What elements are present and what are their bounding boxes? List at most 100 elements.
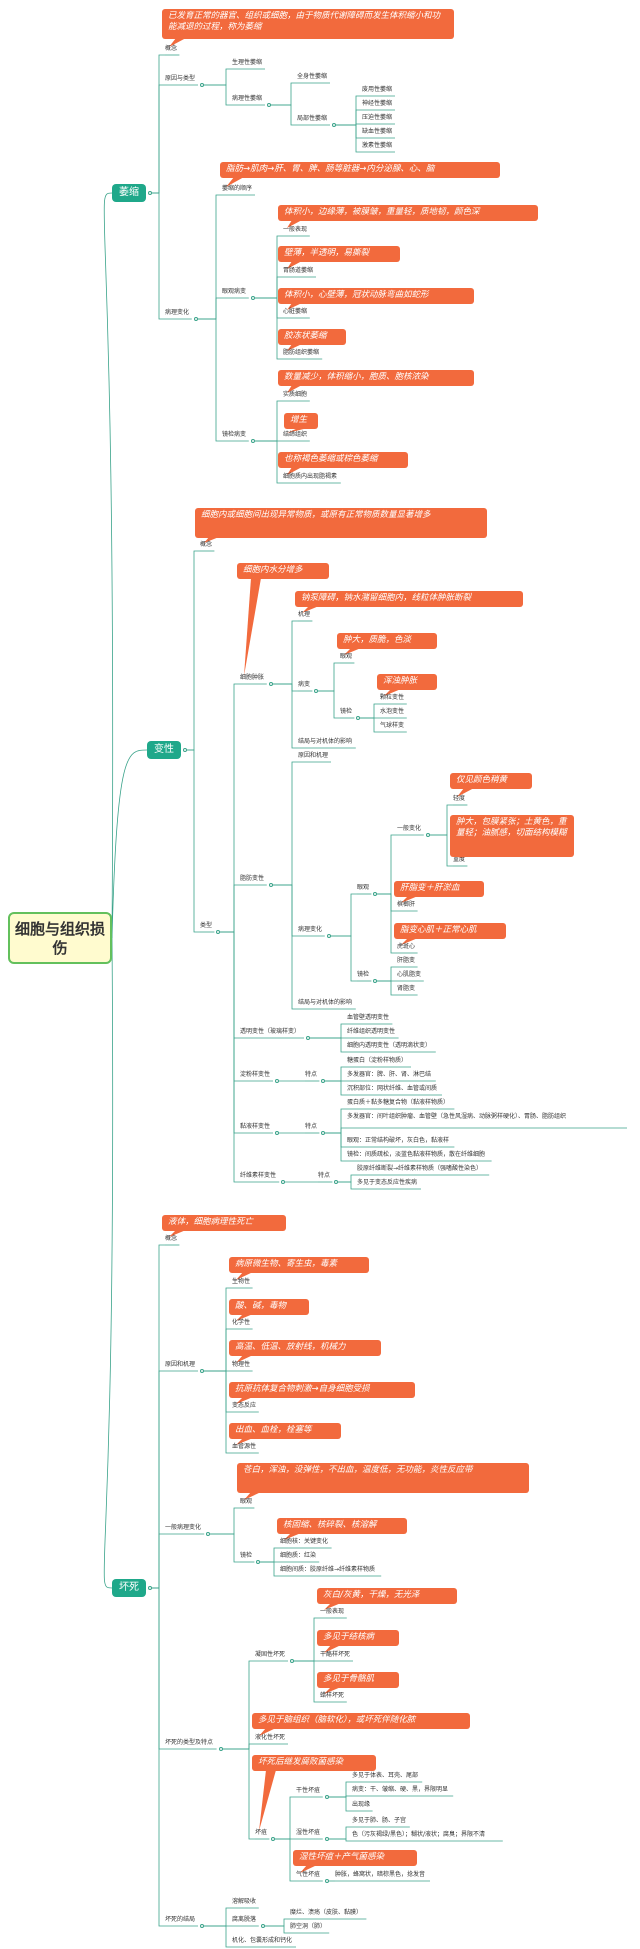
topic-node[interactable]: 肝脂变: [397, 957, 416, 964]
topic-node[interactable]: 色（污灰褐绿/黑色）；糊状/液状；腐臭；界限不清: [352, 1831, 486, 1838]
topic-node[interactable]: 病变：干、皱缩、硬、黑，界限明显: [352, 1786, 449, 1793]
topic-node[interactable]: 细胞质：红染: [280, 1552, 317, 1559]
collapse-toggle-icon[interactable]: [425, 833, 430, 837]
topic-node[interactable]: 肾脂变: [397, 985, 416, 992]
topic-node[interactable]: 蜡样坏死: [320, 1692, 345, 1699]
topic-node[interactable]: 纤维组织透明变性: [347, 1028, 396, 1035]
collapse-toggle-icon[interactable]: [250, 439, 255, 443]
topic-node[interactable]: 病理变化: [298, 926, 323, 933]
topic-node[interactable]: 虎斑心: [397, 943, 416, 950]
topic-node[interactable]: 镜检: [357, 971, 370, 978]
collapse-toggle-icon[interactable]: [332, 123, 336, 127]
topic-node[interactable]: 血管壁透明变性: [347, 1014, 390, 1021]
topic-node[interactable]: 坏疽: [255, 1829, 268, 1836]
topic-node[interactable]: 缺血性萎缩: [362, 128, 393, 135]
topic-node[interactable]: 细胞内透明变性（透明滴状变）: [347, 1042, 432, 1049]
topic-node[interactable]: 多发器官：脾、肝、肾、淋巴结: [347, 1071, 432, 1078]
topic-node[interactable]: 出现缘: [352, 1801, 371, 1808]
topic-node[interactable]: 心脏萎缩: [283, 308, 308, 315]
topic-node[interactable]: 多见于体表、耳壳、尾部: [352, 1772, 419, 1779]
topic-node[interactable]: 镜检：间质疏松，淡蓝色黏液样物质，散在纤维细胞: [347, 1151, 486, 1158]
topic-node[interactable]: 特点: [305, 1071, 318, 1078]
topic-node[interactable]: 镜检: [240, 1552, 253, 1559]
collapse-toggle-icon[interactable]: [314, 689, 319, 693]
collapse-toggle-icon[interactable]: [326, 934, 331, 938]
collapse-toggle-icon[interactable]: [260, 1924, 265, 1928]
collapse-toggle-icon[interactable]: [373, 979, 378, 983]
topic-node[interactable]: 细胞核：关键变化: [280, 1538, 329, 1545]
category-node[interactable]: 萎缩: [112, 184, 146, 202]
root-node[interactable]: 细胞与组织损伤: [8, 912, 112, 964]
topic-node[interactable]: 原因与类型: [165, 75, 196, 82]
collapse-toggle-icon[interactable]: [256, 1560, 261, 1564]
topic-node[interactable]: 一般变化: [397, 825, 422, 832]
category-node[interactable]: 变性: [147, 741, 181, 759]
collapse-toggle-icon[interactable]: [267, 103, 271, 107]
topic-node[interactable]: 液化性坏死: [255, 1734, 286, 1741]
topic-node[interactable]: 黏液样变性: [240, 1123, 271, 1130]
topic-node[interactable]: 激素性萎缩: [362, 142, 393, 149]
topic-node[interactable]: 干酪样坏死: [320, 1651, 351, 1658]
collapse-toggle-icon[interactable]: [324, 1879, 329, 1883]
topic-node[interactable]: 溶解吸收: [232, 1898, 257, 1905]
topic-node[interactable]: 多见于变态反应性疾病: [357, 1179, 418, 1186]
topic-node[interactable]: 全身性萎缩: [297, 73, 328, 80]
collapse-toggle-icon[interactable]: [218, 1747, 223, 1751]
topic-node[interactable]: 眼观: [240, 1498, 253, 1505]
collapse-toggle-icon[interactable]: [200, 1924, 204, 1928]
topic-node[interactable]: 眼观病变: [222, 288, 247, 295]
topic-node[interactable]: 胶原纤维断裂→纤维素样物质（强嗜酸性染色）: [357, 1165, 483, 1172]
collapse-toggle-icon[interactable]: [216, 930, 221, 934]
topic-node[interactable]: 机化、包囊形成和钙化: [232, 1937, 293, 1944]
topic-node[interactable]: 概念: [200, 541, 213, 548]
collapse-toggle-icon[interactable]: [324, 1837, 329, 1841]
collapse-toggle-icon[interactable]: [321, 1131, 326, 1135]
topic-node[interactable]: 重度: [453, 856, 466, 863]
collapse-toggle-icon[interactable]: [206, 1532, 211, 1536]
collapse-toggle-icon[interactable]: [271, 1837, 276, 1841]
collapse-toggle-icon[interactable]: [290, 1659, 294, 1663]
topic-node[interactable]: 肺空洞（肺）: [290, 1923, 327, 1930]
topic-node[interactable]: 坏死的结局: [165, 1916, 196, 1923]
topic-node[interactable]: 变态反应: [232, 1402, 257, 1409]
collapse-toggle-icon[interactable]: [183, 748, 187, 752]
collapse-toggle-icon[interactable]: [275, 1131, 279, 1135]
topic-node[interactable]: 结局与对机体的影响: [298, 738, 353, 745]
topic-node[interactable]: 多见于肺、肠、子宫: [352, 1817, 407, 1824]
topic-node[interactable]: 特点: [305, 1123, 318, 1130]
topic-node[interactable]: 概念: [165, 45, 178, 52]
collapse-toggle-icon[interactable]: [193, 317, 198, 321]
topic-node[interactable]: 病理变化: [165, 309, 190, 316]
collapse-toggle-icon[interactable]: [200, 1369, 204, 1373]
topic-node[interactable]: 轻度: [453, 795, 466, 802]
topic-node[interactable]: 生物性: [232, 1278, 251, 1285]
topic-node[interactable]: 糖蛋白（淀粉样物质）: [347, 1057, 408, 1064]
topic-node[interactable]: 脂肪变性: [240, 875, 265, 882]
topic-node[interactable]: 脂肪组织萎缩: [283, 349, 320, 356]
topic-node[interactable]: 局部性萎缩: [297, 115, 328, 122]
collapse-toggle-icon[interactable]: [275, 1079, 279, 1083]
topic-node[interactable]: 病变: [298, 681, 311, 688]
topic-node[interactable]: 物理性: [232, 1361, 251, 1368]
collapse-toggle-icon[interactable]: [250, 296, 255, 300]
topic-node[interactable]: 实质细胞: [283, 391, 308, 398]
topic-node[interactable]: 气性坏疽: [296, 1871, 321, 1878]
topic-node[interactable]: 神经性萎缩: [362, 100, 393, 107]
topic-node[interactable]: 颗粒变性: [380, 694, 405, 701]
topic-node[interactable]: 生理性萎缩: [232, 59, 263, 66]
collapse-toggle-icon[interactable]: [356, 716, 361, 720]
topic-node[interactable]: 结局与对机体的影响: [298, 999, 353, 1006]
topic-node[interactable]: 湿性坏疽: [296, 1829, 321, 1836]
collapse-toggle-icon[interactable]: [268, 682, 273, 686]
topic-node[interactable]: 沉积部位：网状纤维、血管或间质: [347, 1085, 438, 1092]
topic-node[interactable]: 凝固性坏死: [255, 1651, 286, 1658]
collapse-toggle-icon[interactable]: [306, 1036, 310, 1040]
collapse-toggle-icon[interactable]: [334, 1180, 339, 1184]
topic-node[interactable]: 特点: [318, 1172, 331, 1179]
topic-node[interactable]: 肿胀，蜂窝状，暗棕黑色，捻发音: [335, 1871, 426, 1878]
topic-node[interactable]: 萎缩的顺序: [222, 185, 253, 192]
collapse-toggle-icon[interactable]: [324, 1795, 329, 1799]
topic-node[interactable]: 废用性萎缩: [362, 86, 393, 93]
topic-node[interactable]: 一般表现: [283, 226, 308, 233]
topic-node[interactable]: 淀粉样变性: [240, 1071, 271, 1078]
